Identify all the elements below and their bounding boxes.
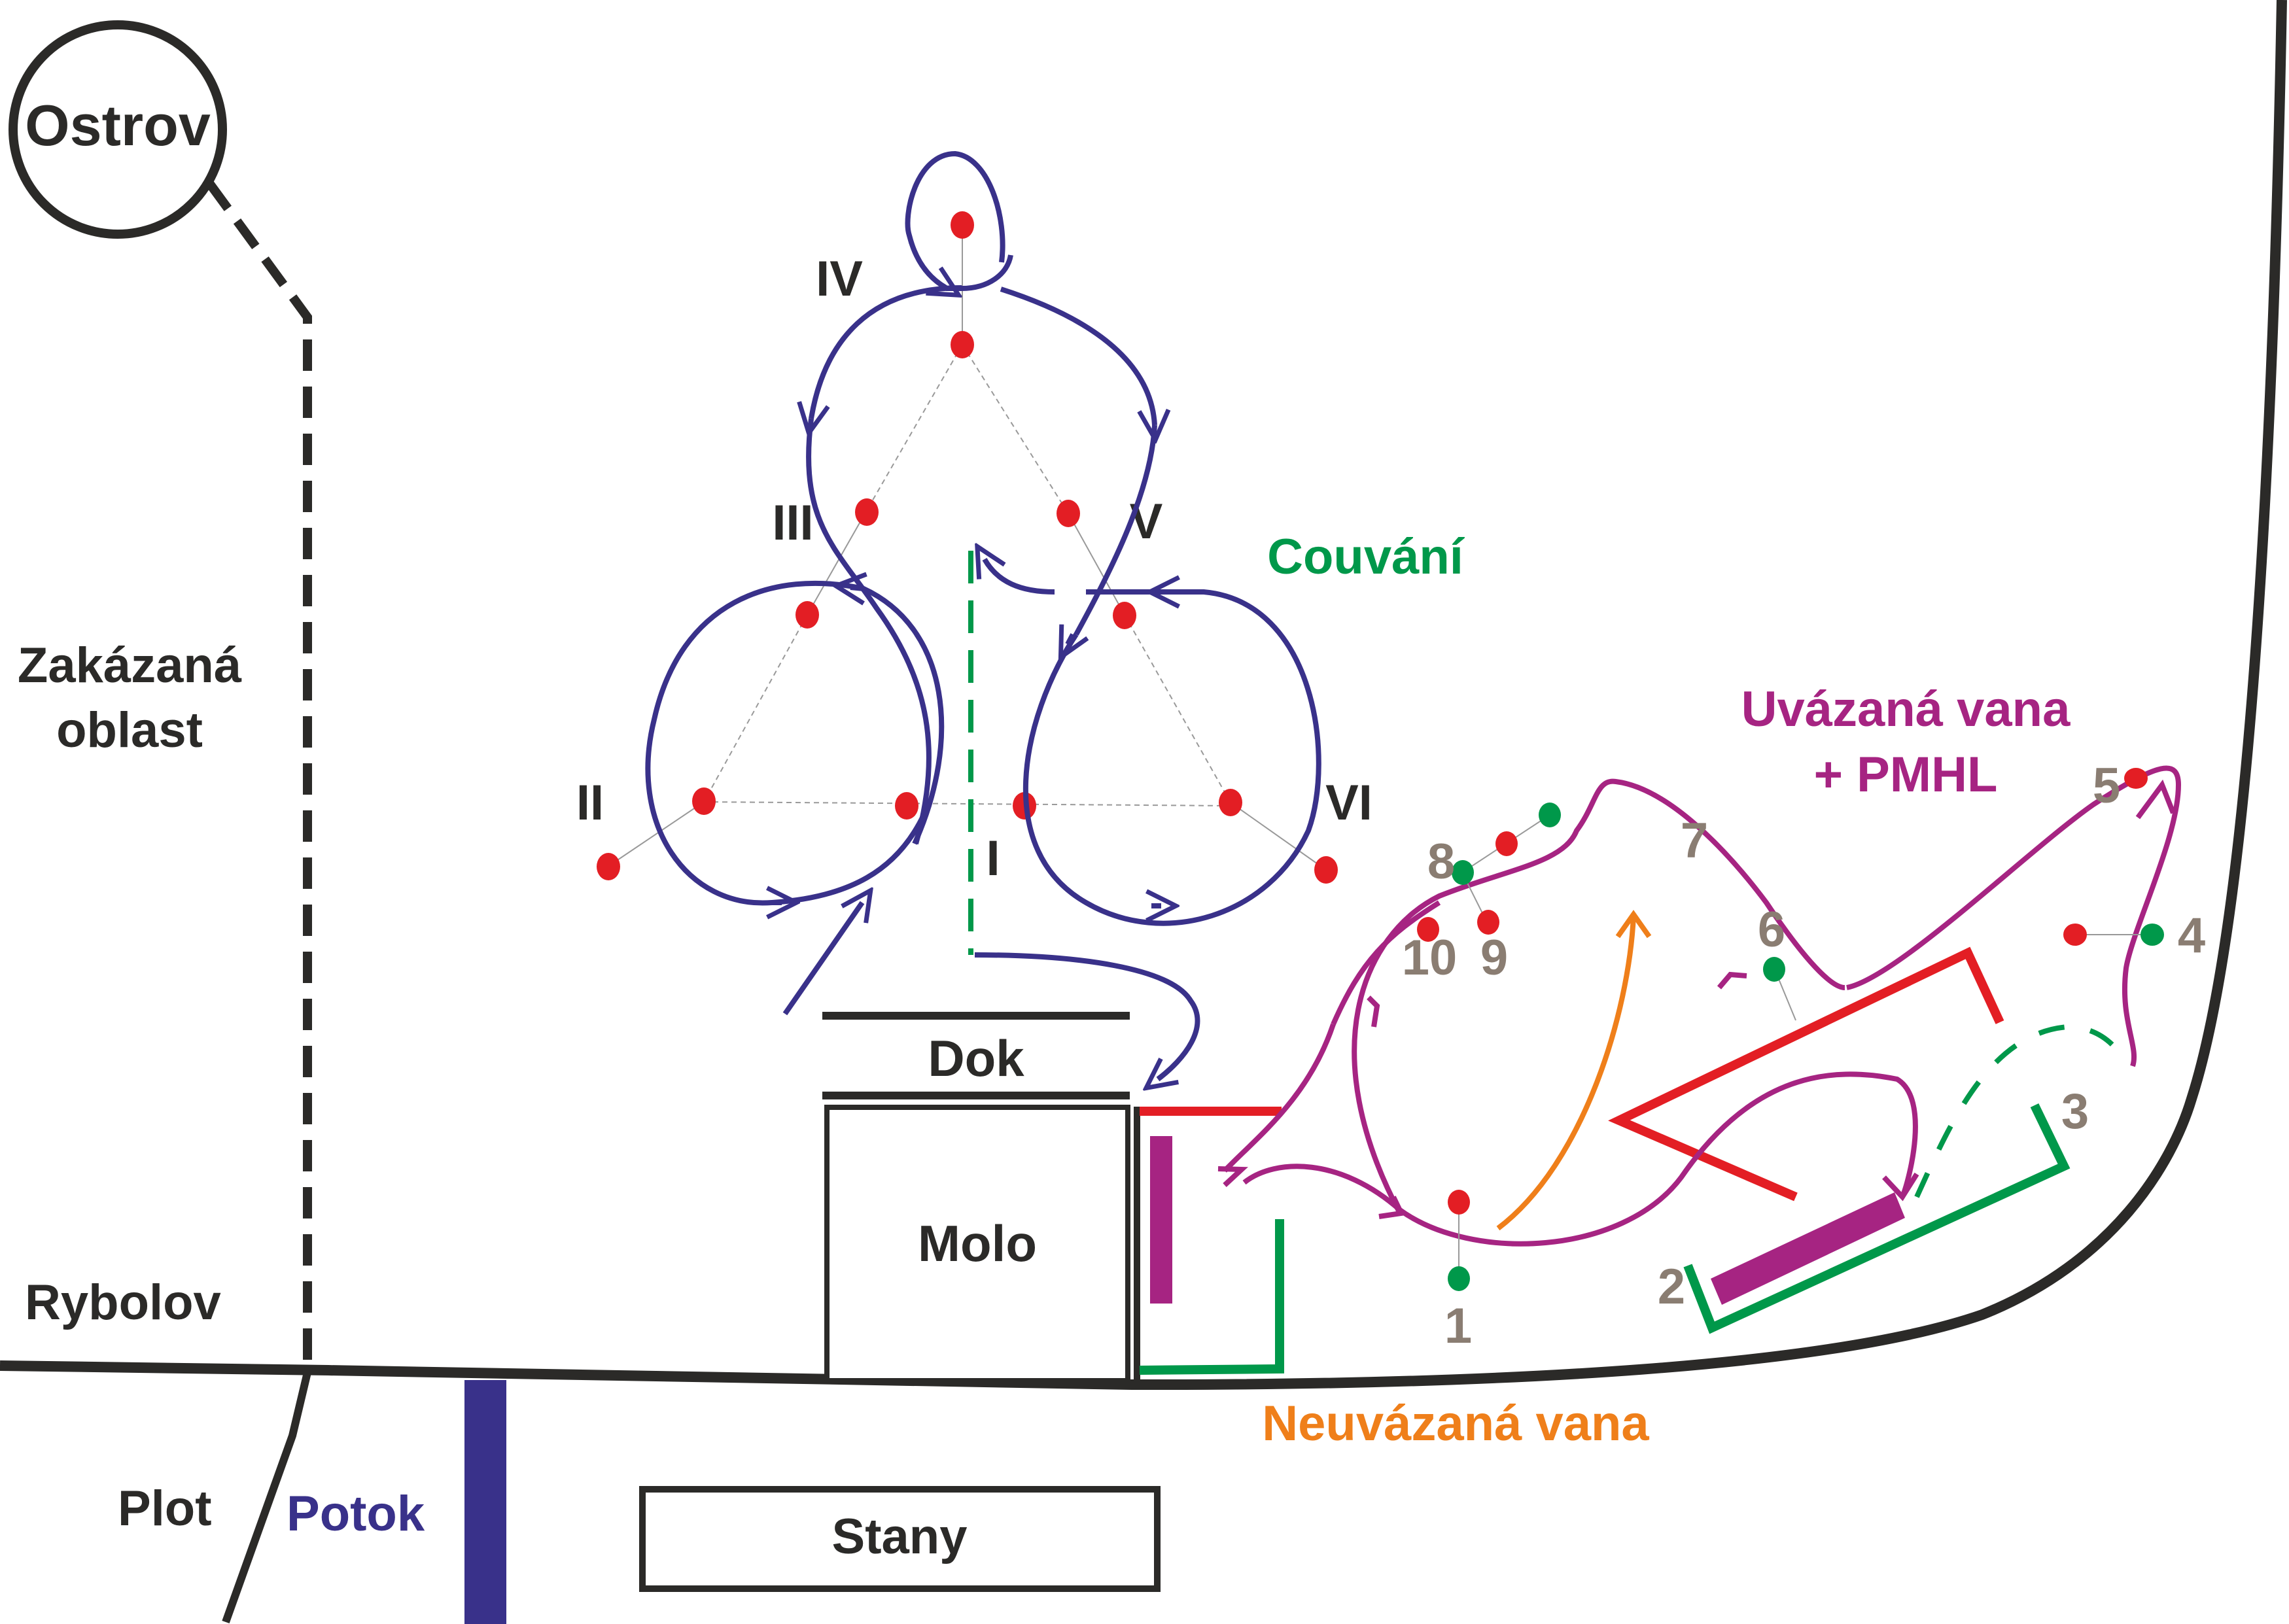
station-VI: VI xyxy=(1325,775,1372,831)
tethered-tub-at-molo xyxy=(1150,1136,1172,1304)
point-label-5: 5 xyxy=(2093,758,2120,814)
station-IV: IV xyxy=(816,251,863,307)
marker-10-red xyxy=(1417,917,1439,942)
marker-7-green xyxy=(1539,803,1561,827)
point-label-10: 10 xyxy=(1402,930,1458,986)
marker-4-red xyxy=(2063,924,2087,946)
cone xyxy=(1057,500,1080,527)
cone xyxy=(1113,602,1136,629)
forbidden-zone-boundary xyxy=(205,180,312,1364)
zakazana-label-2: oblast xyxy=(56,702,203,758)
plot-fence xyxy=(222,1366,313,1624)
berth-green xyxy=(1139,1219,1284,1375)
cone xyxy=(597,853,620,880)
cone xyxy=(895,792,918,820)
couvani-label: Couvání xyxy=(1267,529,1465,585)
marker-7-red xyxy=(1495,831,1518,856)
point-label-9: 9 xyxy=(1480,930,1508,986)
point-label-4: 4 xyxy=(2178,908,2205,963)
rybolov-label: Rybolov xyxy=(25,1275,221,1330)
svg-text:Stany: Stany xyxy=(832,1509,968,1564)
station-I: I xyxy=(986,831,1000,886)
figure-station-labels: I II III IV V VI xyxy=(576,251,1372,886)
stany-tents: Stany xyxy=(639,1486,1161,1592)
point-label-1: 1 xyxy=(1444,1298,1472,1354)
magenta-route xyxy=(1217,765,2182,1247)
potok-stream xyxy=(464,1380,506,1624)
marker-1-green xyxy=(1448,1266,1470,1291)
figure-guides xyxy=(609,222,1327,871)
plot-label: Plot xyxy=(118,1481,212,1536)
tethered-tub-diagonal xyxy=(1711,1192,1905,1305)
uvazana-label-2: + PMHL xyxy=(1814,747,1998,803)
ostrov-label: Ostrov xyxy=(25,93,211,158)
ostrov-island: Ostrov xyxy=(9,20,227,239)
cone xyxy=(951,331,974,358)
course-markers xyxy=(1417,768,2164,1291)
dok-label: Dok xyxy=(928,1029,1024,1087)
point-label-7: 7 xyxy=(1681,813,1708,869)
cone xyxy=(795,601,819,629)
marker-1-red xyxy=(1448,1190,1470,1215)
marker-9-red xyxy=(1477,910,1499,935)
neuvazana-label: Neuvázaná vana xyxy=(1262,1396,1649,1451)
potok-label: Potok xyxy=(287,1486,425,1542)
marker-8-green xyxy=(1452,860,1474,885)
point-label-2: 2 xyxy=(1658,1259,1685,1315)
marker-6-green xyxy=(1763,957,1785,982)
marker-5-red xyxy=(2124,768,2148,789)
green-gate xyxy=(1683,1103,2071,1334)
zakazana-label-1: Zakázaná xyxy=(18,638,242,693)
station-V: V xyxy=(1130,494,1163,549)
course-point-labels: 1 2 3 4 5 6 7 8 9 10 xyxy=(1402,758,2205,1354)
orange-route xyxy=(1496,915,1636,1231)
point-label-3: 3 xyxy=(2061,1084,2089,1139)
red-gate xyxy=(1608,946,2004,1201)
cone xyxy=(951,211,974,239)
station-II: II xyxy=(576,775,604,831)
cone xyxy=(692,787,716,815)
shoreline xyxy=(0,0,2287,1391)
station-III: III xyxy=(772,495,813,551)
cone xyxy=(855,498,879,526)
point-label-8: 8 xyxy=(1427,834,1455,890)
molo-pier: Molo xyxy=(824,1105,1130,1383)
orange-arrowhead xyxy=(1615,910,1652,939)
cone xyxy=(1314,856,1338,884)
point-label-6: 6 xyxy=(1758,902,1785,958)
uvazana-label-1: Uvázaná vana xyxy=(1741,682,2071,737)
marker-4-green xyxy=(2140,924,2164,946)
green-dashed-approach xyxy=(1914,1024,2129,1198)
figure-route xyxy=(645,150,1321,1079)
figure-cones xyxy=(597,211,1338,884)
svg-text:Molo: Molo xyxy=(918,1215,1037,1272)
cone xyxy=(1219,789,1242,816)
